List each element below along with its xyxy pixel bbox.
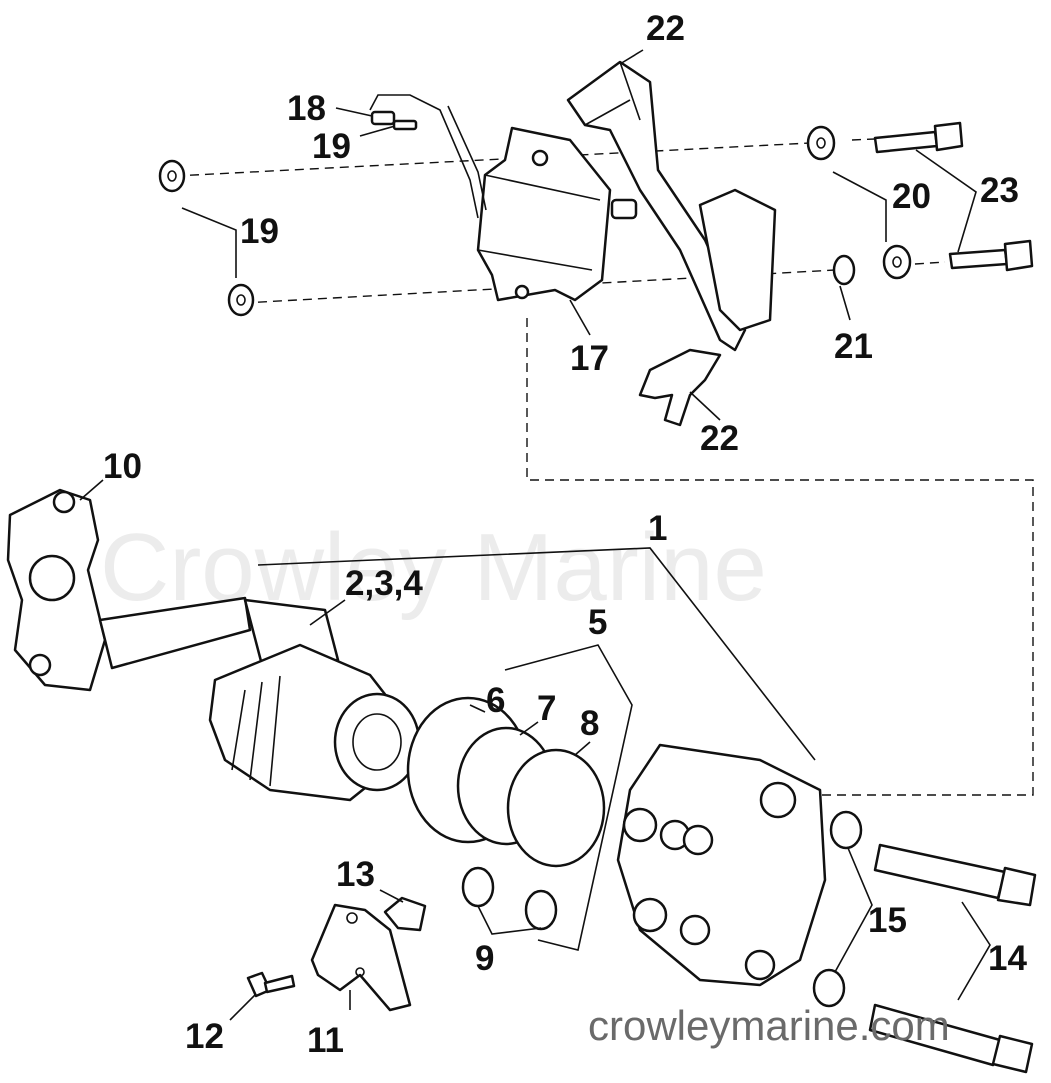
callout-16: 17 <box>570 339 609 378</box>
washers-left <box>158 159 255 317</box>
switch-module <box>369 94 638 302</box>
callout-7: 7 <box>537 689 556 728</box>
sensor-cylinder-assembly <box>98 596 421 802</box>
shift-lever <box>566 60 777 352</box>
bracket-plate <box>310 903 412 1012</box>
callout-18: 19 <box>312 127 351 166</box>
callout-23: 22 <box>700 419 739 458</box>
callout-19-left: 19 <box>240 212 279 251</box>
callout-22: 22 <box>646 9 685 48</box>
callout-2-3-4: 2,3,4 <box>345 564 423 603</box>
callout-6: 6 <box>486 681 505 720</box>
callout-5: 5 <box>588 603 607 642</box>
callout-1: 1 <box>648 509 667 548</box>
connector-clip <box>383 896 427 932</box>
o-rings <box>406 696 606 868</box>
callout-19-right: 20 <box>892 177 931 216</box>
callout-21: 23 <box>980 171 1019 210</box>
callout-20: 21 <box>834 327 873 366</box>
callout-11: 11 <box>307 1021 344 1060</box>
washers-15 <box>812 810 863 1008</box>
leader-lines <box>79 49 991 1021</box>
callout-8: 8 <box>580 704 599 743</box>
long-bolts <box>868 843 1037 1074</box>
callout-10: 10 <box>103 447 142 486</box>
callout-9: 9 <box>475 939 494 978</box>
callout-17: 18 <box>287 89 326 128</box>
callout-15: 15 <box>868 901 907 940</box>
callout-13: 13 <box>336 855 375 894</box>
housing-block <box>616 743 827 987</box>
small-o-rings <box>461 866 558 931</box>
retaining-clip <box>638 348 722 427</box>
gasket <box>6 488 107 692</box>
callout-14: 14 <box>988 939 1027 978</box>
right-hardware <box>806 121 1034 286</box>
wire-terminal <box>370 110 418 131</box>
small-screw <box>246 971 296 998</box>
watermark-url: crowleymarine.com <box>588 1002 950 1049</box>
callout-12: 12 <box>185 1017 224 1056</box>
